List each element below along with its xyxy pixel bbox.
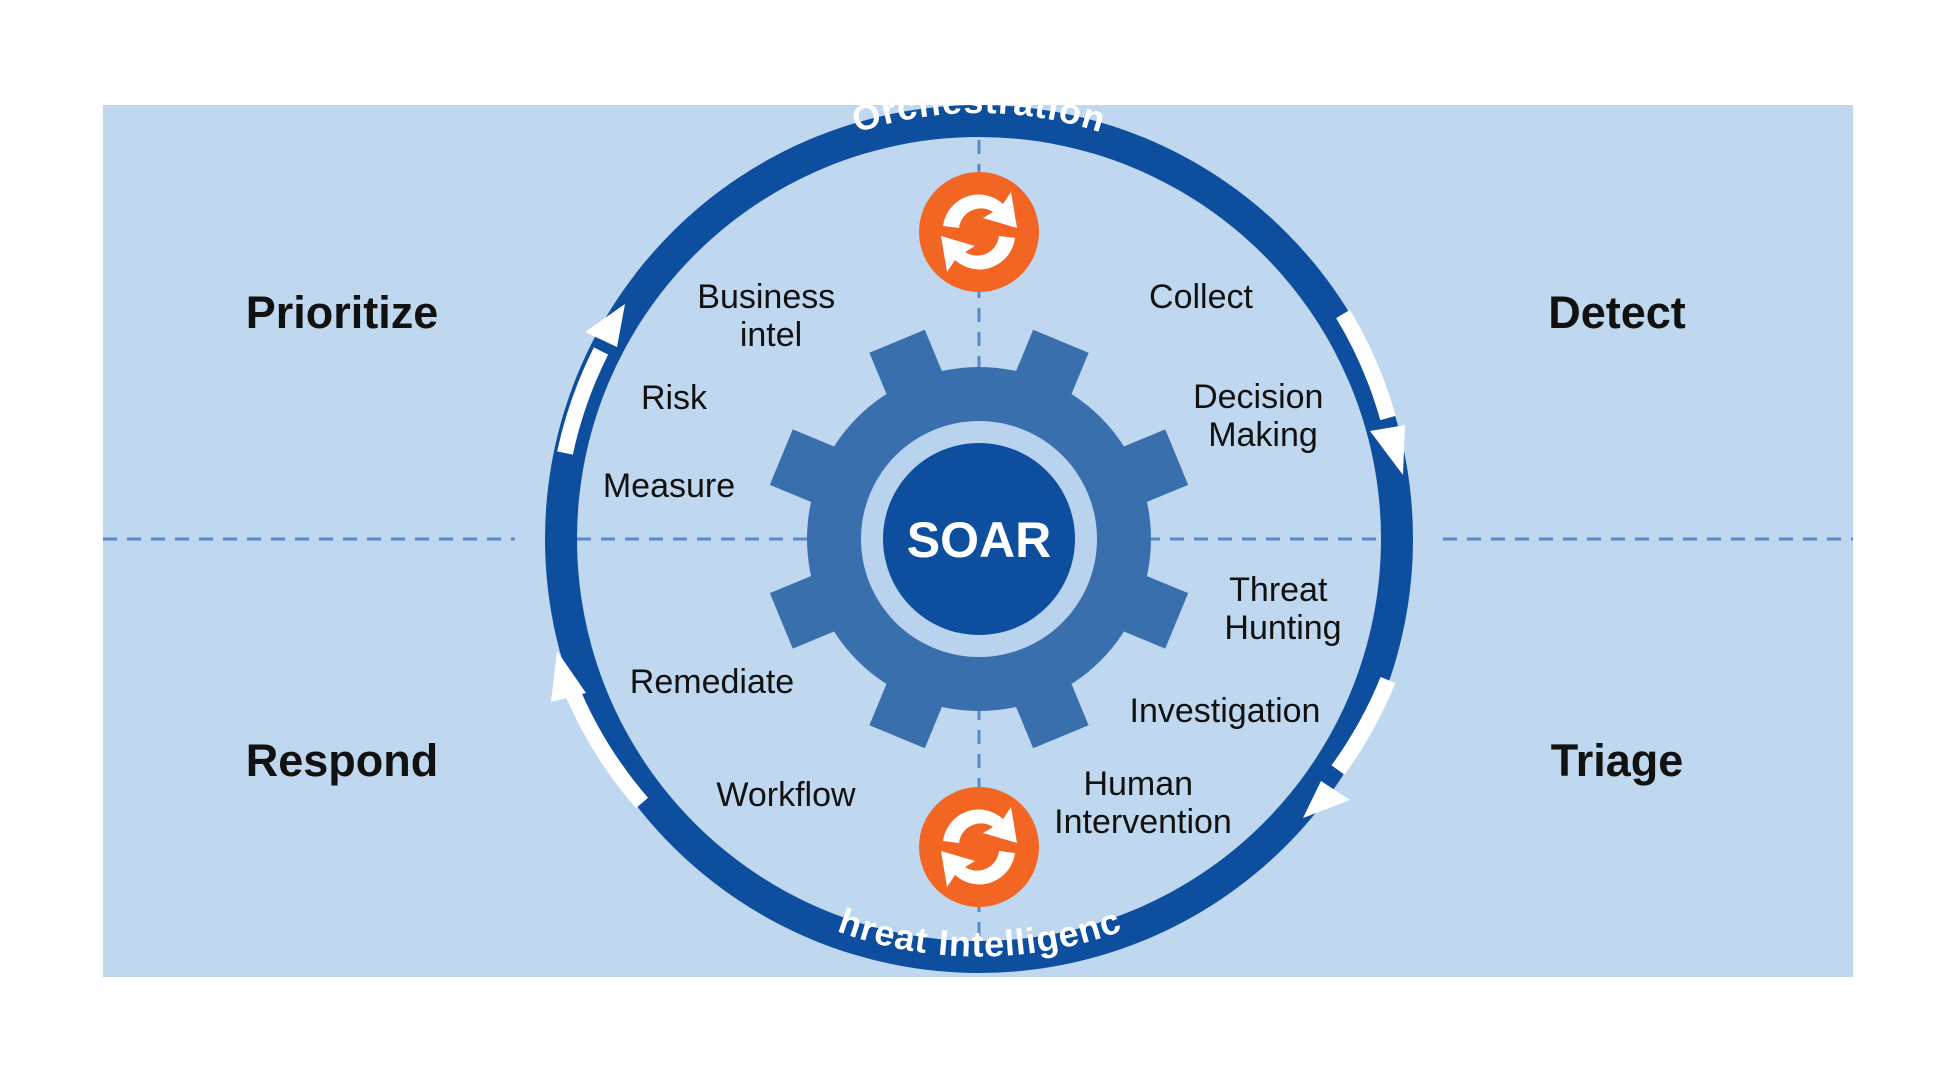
gear-tooth — [869, 660, 952, 749]
term-collect: Collect — [1149, 278, 1253, 316]
quadrant-detect: Detect — [1548, 287, 1686, 338]
gear-tooth — [769, 566, 858, 649]
curved-arrow-icon-bottom-left — [551, 651, 649, 809]
orange-cycle-icon-bottom — [919, 787, 1039, 907]
term-risk: Risk — [641, 379, 708, 417]
term-business-intel: Business intel — [697, 278, 844, 354]
orange-cycle-icon-top — [919, 172, 1039, 292]
term-measure: Measure — [603, 467, 735, 505]
gear-tooth — [1100, 429, 1189, 512]
curved-arrow-icon-top-left — [557, 304, 625, 455]
term-threat-hunting: Threat Hunting — [1224, 571, 1341, 647]
term-workflow: Workflow — [716, 776, 856, 814]
curved-arrow-icon-top-right — [1336, 309, 1405, 475]
quadrant-triage: Triage — [1551, 735, 1684, 786]
gear-tooth — [1100, 566, 1189, 649]
gear-tooth — [1006, 660, 1089, 749]
quadrant-prioritize: Prioritize — [246, 287, 439, 338]
term-human-intervention: Human Intervention — [1054, 765, 1232, 841]
soar-core — [883, 443, 1075, 635]
gear-tooth — [769, 429, 858, 512]
core-label: SOAR — [907, 512, 1051, 568]
term-remediate: Remediate — [630, 663, 794, 701]
gear-tooth — [1006, 329, 1089, 418]
curved-arrow-icon-bottom-right — [1303, 676, 1396, 818]
gear-tooth — [869, 329, 952, 418]
term-investigation: Investigation — [1130, 692, 1321, 730]
term-decision-making: Decision Making — [1193, 378, 1333, 454]
quadrant-respond: Respond — [246, 735, 439, 786]
